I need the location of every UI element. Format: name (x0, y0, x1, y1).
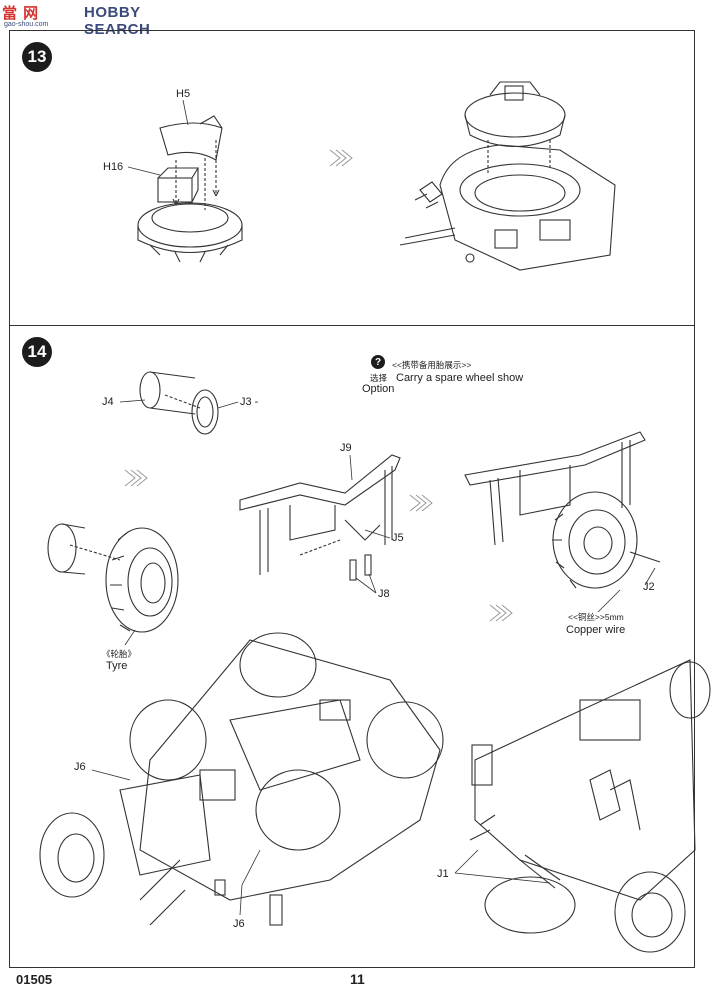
watermark-cn: 當 网 (2, 5, 40, 22)
part-label-j4: J4 (102, 396, 114, 408)
part-label-j6-left: J6 (74, 761, 86, 773)
tyre-en: Tyre (106, 660, 128, 672)
copper-wire-en: Copper wire (566, 624, 626, 636)
part-label-j5: J5 (392, 532, 404, 544)
part-label-j3: J3 - (240, 396, 259, 408)
turret-on-hull-drawing (399, 81, 616, 271)
watermark-en: HOBBY SEARCH (84, 4, 151, 38)
frame-with-spare-drawing (464, 431, 661, 589)
part-label-j6-bottom: J6 (233, 918, 245, 930)
kit-code: 01505 (16, 972, 53, 987)
tyre-cn: 《轮胎》 (102, 649, 137, 659)
turret-small-drawing (137, 115, 243, 263)
part-label-h5: H5 (176, 88, 191, 100)
part-label-h16: H16 (103, 161, 124, 173)
step-13-number: 13 (22, 42, 52, 72)
watermark-logo: 當 网 HOBBY SEARCH gao-shou.com (2, 2, 172, 38)
part-label-j9: J9 (340, 442, 352, 454)
page-number: 11 (350, 971, 365, 987)
arrow-step13 (329, 149, 353, 167)
part-label-j2: J2 (643, 581, 655, 593)
vehicle-front-drawing (469, 659, 711, 953)
step-13-panel (9, 30, 695, 326)
option-cn-label: 选择 (370, 373, 388, 383)
arrows-step14 (124, 469, 513, 622)
option-cn-title: <<携带备用胎展示>> (392, 360, 472, 370)
step-14-number: 14 (22, 337, 52, 367)
rim-drawing (139, 371, 219, 435)
watermark-url: gao-shou.com (4, 21, 49, 28)
step-14-panel (9, 324, 695, 968)
option-en-title: Carry a spare wheel show (396, 372, 524, 384)
part-label-j1: J1 (437, 868, 449, 880)
spare-frame-drawing (239, 454, 401, 581)
tyre-drawing (47, 523, 179, 633)
vehicle-underside-drawing (39, 632, 444, 926)
copper-wire-cn: <<铜丝>>5mm (568, 612, 624, 622)
question-icon: ? (371, 355, 385, 369)
option-en-label: Option (362, 383, 395, 395)
part-label-j8: J8 (378, 588, 390, 600)
